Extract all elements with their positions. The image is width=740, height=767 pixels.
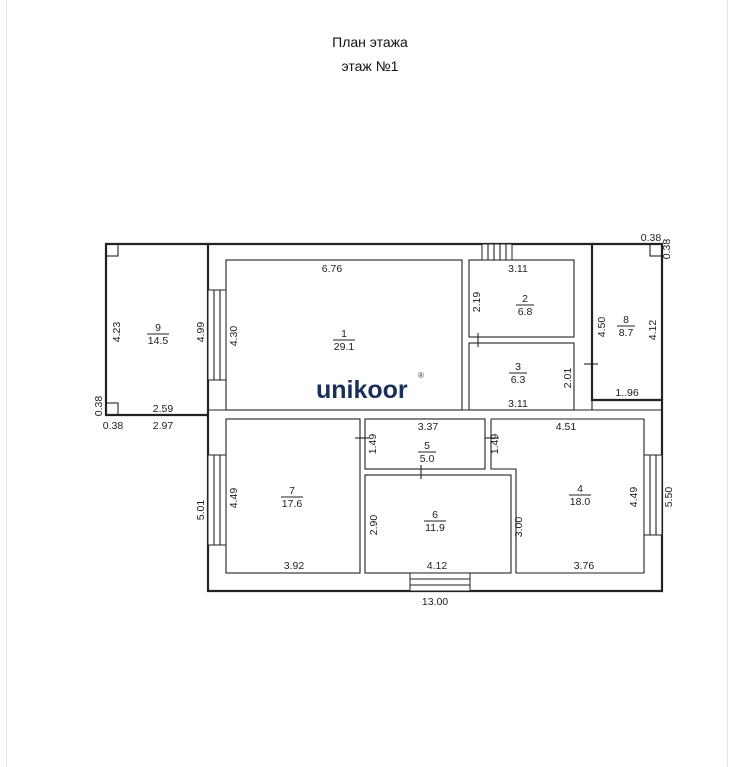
door-marks [355, 333, 598, 479]
dim-r1-top: 6.76 [322, 263, 343, 275]
dim-r5-right: 1.49 [489, 434, 501, 455]
room-1-label: 1 29.1 [333, 328, 355, 353]
room-4-area: 18.0 [570, 496, 591, 508]
room-3-number: 3 [515, 361, 521, 373]
plan-title: План этажа [332, 34, 408, 50]
dimension-labels: 6.76 3.11 3.11 0.38 1..96 2.59 2.97 0.38… [93, 232, 675, 608]
room-1-number: 1 [341, 328, 347, 340]
dim-r8-left: 4.50 [596, 317, 608, 338]
room-2-number: 2 [522, 293, 528, 305]
dim-r4-bottom: 3.76 [574, 560, 595, 572]
room-2-label: 2 6.8 [516, 293, 534, 318]
room-8-inner-wall [591, 400, 662, 411]
dim-r9-left: 4.23 [111, 322, 123, 343]
room-7-label: 7 17.6 [281, 485, 303, 510]
window-room-1 [207, 289, 227, 381]
dim-r7-bottom: 3.92 [284, 560, 305, 572]
corner-mark-9-bottom [105, 402, 119, 416]
dim-r3-right: 2.01 [562, 368, 574, 389]
dim-r4-right: 4.49 [628, 487, 640, 508]
room-3-label: 3 6.3 [509, 361, 527, 386]
room-6-label: 6 11.9 [424, 509, 446, 534]
dim-r9-bottom-a: 2.59 [153, 403, 174, 415]
dim-r7-left: 4.49 [228, 488, 240, 509]
room-8-label: 8 8.7 [617, 314, 635, 339]
room-8-area: 8.7 [619, 327, 634, 339]
dim-r8-top: 0.38 [641, 232, 662, 244]
dim-r8-right: 4.12 [647, 320, 659, 341]
room-5-outline [364, 418, 486, 470]
dim-r2-top: 3.11 [508, 263, 528, 275]
dim-total-bottom: 13.00 [422, 596, 448, 608]
watermark-logo: unikoor [316, 376, 408, 404]
plan-subtitle: этаж №1 [341, 58, 399, 74]
window-room-2 [481, 243, 513, 261]
room-2-outline [468, 259, 575, 338]
corner-mark-8-top [649, 243, 663, 257]
dim-r1-left-b: 4.30 [228, 326, 240, 347]
page-border-left [6, 0, 7, 767]
dim-r2-left: 2.19 [471, 292, 483, 313]
dim-r9-bottom-b: 2.97 [153, 420, 174, 432]
dim-r7-outer: 5.01 [195, 500, 207, 521]
room-6-number: 6 [432, 509, 438, 521]
dim-r1-left-a: 4.99 [195, 322, 207, 343]
window-room-6 [409, 572, 471, 592]
room-5-area: 5.0 [420, 453, 435, 465]
window-room-4 [643, 454, 663, 536]
room-5-label: 5 5.0 [418, 440, 436, 465]
dim-r9-corner-a: 0.38 [93, 396, 105, 417]
room-4-outline [490, 418, 645, 574]
room-4-number: 4 [577, 483, 583, 495]
room-7-number: 7 [289, 485, 295, 497]
dim-r6-bottom: 4.12 [427, 560, 448, 572]
room-9-area: 14.5 [148, 335, 169, 347]
dim-r8-corner: 0.38 [661, 239, 673, 260]
room-9-outer-wall [104, 242, 208, 417]
room-6-area: 11.9 [425, 522, 445, 534]
room-8-number: 8 [623, 314, 629, 326]
room-labels: 1 29.1 2 6.8 3 6.3 8 8.7 9 14.5 5 5.0 [147, 293, 635, 534]
main-outer-wall [206, 242, 664, 593]
window-room-7 [207, 454, 227, 546]
room-5-number: 5 [424, 440, 430, 452]
room-4-label: 4 18.0 [569, 483, 591, 508]
dim-r5-top: 3.37 [418, 421, 439, 433]
page-border-right [727, 0, 728, 767]
room-2-area: 6.8 [518, 306, 533, 318]
dim-r3-bottom: 3.11 [508, 398, 528, 410]
room-9-label: 9 14.5 [147, 322, 169, 347]
dim-r4-left: 3.00 [513, 517, 525, 538]
room-9-number: 9 [155, 322, 161, 334]
windows [207, 243, 663, 592]
dim-r4-top: 4.51 [556, 421, 577, 433]
walls [104, 242, 664, 593]
room-1-area: 29.1 [334, 341, 355, 353]
dim-r9-corner-b: 0.38 [103, 420, 124, 432]
dim-r6-left: 2.90 [368, 515, 380, 536]
room-3-area: 6.3 [511, 374, 526, 386]
dim-r8-bottom: 1..96 [615, 387, 639, 399]
watermark-registered-mark: ® [418, 371, 424, 380]
watermark: unikoor ® [316, 371, 424, 404]
dim-r4-outer: 5.50 [663, 487, 675, 508]
corner-mark-9-top [105, 243, 119, 257]
room-7-area: 17.6 [282, 498, 303, 510]
dim-r5-left: 1.49 [367, 434, 379, 455]
